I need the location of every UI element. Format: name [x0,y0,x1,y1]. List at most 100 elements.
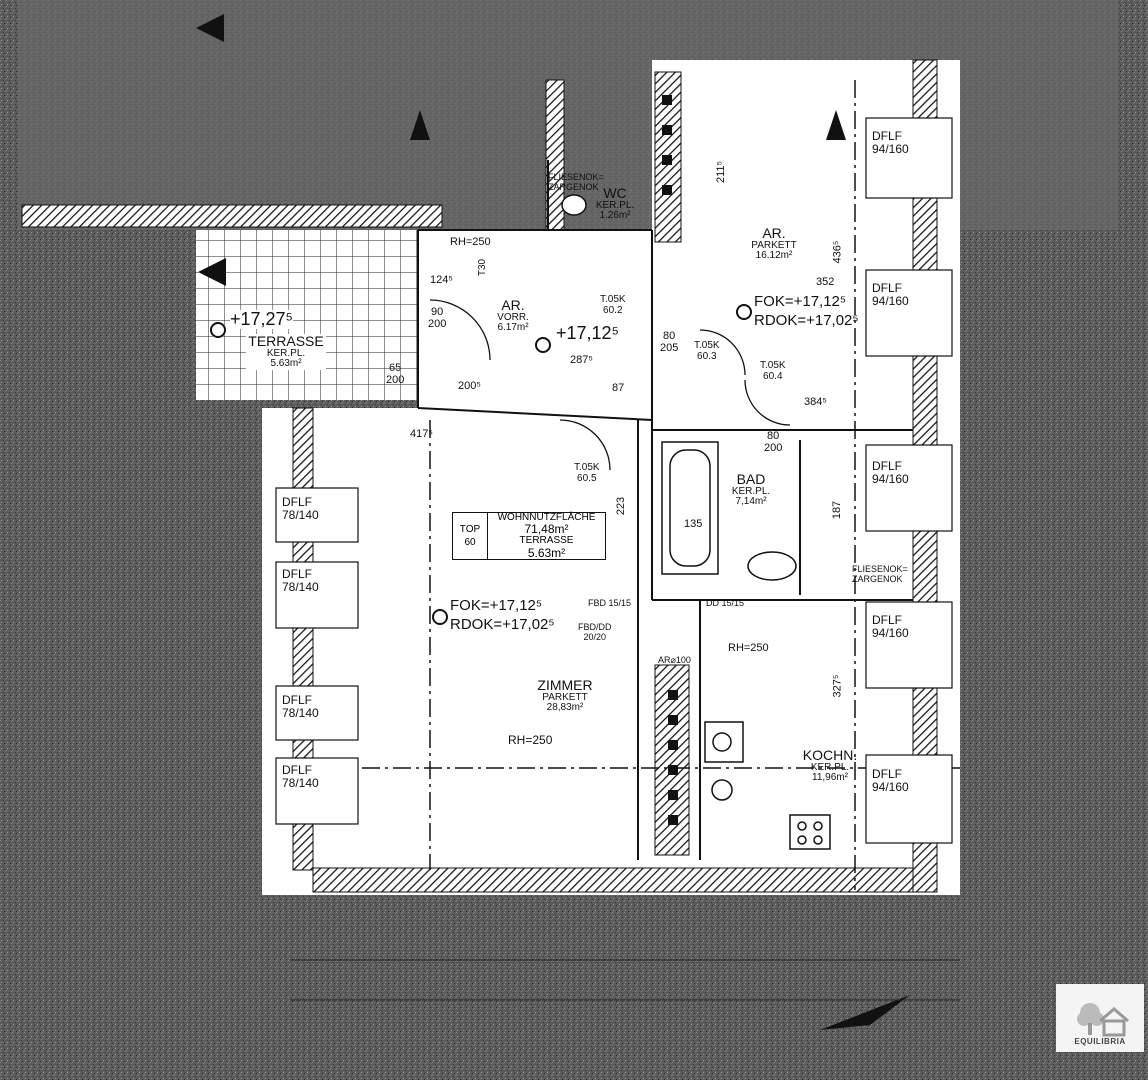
annotation-label: DD 15/15 [706,598,745,608]
washbasin [747,551,797,581]
window-label: DFLF 94/160 [872,767,909,795]
dimension-label: 352 [816,276,835,288]
dimension-label: 211⁵ [715,160,728,184]
wall-south [312,867,914,893]
room-name: TERRASSE [248,333,324,349]
level-fok-main: FOK=+17,12⁵ [450,597,543,614]
interior-walls [417,160,913,860]
top-label: TOP [459,524,481,535]
room-name: ZIMMER [537,677,593,693]
dimension-label: 87 [612,382,625,394]
dimension-label: 200⁵ [458,380,481,392]
dimension-label: 124⁵ [430,274,453,286]
room-floor: KER.PL. [810,761,850,773]
room-label-ar-vorr: AR. VORR. 6.17m² [488,298,538,334]
room-label-bad: BAD KER.PL. 7,14m² [726,472,776,508]
dimension-label: 80 205 [660,330,679,354]
terrace-area: 5.63m² [527,545,566,560]
room-area: 1.26m² [599,210,631,222]
dimension-label: 417⁵ [410,428,433,440]
dimension-label: 223 [615,496,628,516]
terrace-label: TERRASSE [519,535,574,546]
house-tree-icon [1077,1003,1129,1037]
apartment-plate [262,60,960,895]
door-label: T30 [477,258,489,277]
room-floor: PARKETT [542,691,588,703]
level-terrace: +17,27⁵ [230,309,294,329]
section-lines [300,80,960,890]
dimension-label: 90 200 [428,306,447,330]
window-label: DFLF 78/140 [282,693,319,721]
dimension-label: 187 [831,500,844,520]
wall-upper-left [21,204,443,228]
door-label: T.05K 60.4 [760,360,786,382]
room-floor: KER.PL. [731,485,771,497]
room-area: 11,96m² [812,772,848,784]
level-vorr: +17,12⁵ [556,323,620,343]
company-logo: EQUILIBRIA [1056,984,1144,1052]
area-cell: WOHNNUTZFLÄCHE 71,48m² TERRASSE 5.63m² [488,511,605,560]
room-area: 16.12m² [755,250,793,262]
dimension-label: 135 [684,518,703,530]
room-area: 7,14m² [735,496,767,508]
area-summary-box: TOP 60 WOHNNUTZFLÄCHE 71,48m² TERRASSE 5… [452,512,606,560]
room-height-zimmer: RH=250 [508,733,553,747]
window-label: DFLF 94/160 [872,129,909,157]
annotation-label: FLIESENOK= ZARGENOK [852,564,908,584]
window-label: DFLF 94/160 [872,459,909,487]
door-label: T.05K 60.2 [600,294,626,316]
door-swings [429,299,791,471]
dimension-label: 384⁵ [804,396,827,408]
top-number-cell: TOP 60 [453,513,488,559]
level-fok-ar: FOK=+17,12⁵ [754,293,847,310]
window-frames [275,117,953,844]
window-label: DFLF 78/140 [282,763,319,791]
top-number: 60 [464,537,476,548]
toilet [561,194,587,216]
kitchen-sink [704,721,831,850]
room-name: WC [603,185,627,201]
room-name: AR. [501,297,525,313]
room-floor: PARKETT [751,239,797,251]
window-label: DFLF 94/160 [872,613,909,641]
dimension-label: RH=250 [450,236,491,248]
room-label-zimmer: ZIMMER PARKETT 28,83m² [530,678,600,714]
dimension-label: RH=250 [728,642,769,654]
room-area: 28,83m² [546,702,584,714]
annotation-label: FLIESENOK= ZARGENOK [548,172,604,192]
dimension-label: 287⁵ [570,354,593,366]
room-label-wc: WC KER.PL. 1.26m² [592,186,638,222]
room-area: 6.17m² [497,322,529,334]
dimension-label: 436⁵ [831,240,844,264]
room-label-kochn: KOCHN. KER.PL. 11,96m² [800,748,860,784]
section-arrows [196,14,910,1030]
annotation-label: AR⌀100 [658,655,691,665]
living-label: WOHNNUTZFLÄCHE [497,511,596,523]
level-markers [210,304,752,625]
living-area: 71,48m² [524,522,569,537]
room-label-ar-big: AR. PARKETT 16.12m² [746,226,802,262]
dimension-label: 65 200 [386,362,405,386]
logo-text: EQUILIBRIA [1074,1037,1126,1046]
window-label: DFLF 78/140 [282,495,319,523]
bathtub [661,441,719,575]
door-label: T.05K 60.5 [574,462,600,484]
room-name: BAD [736,471,766,487]
door-label: T.05K 60.3 [694,340,720,362]
room-floor: VORR. [497,311,529,323]
annotation-label: FBD/DD 20/20 [578,622,612,642]
level-rdok-main: RDOK=+17,02⁵ [450,616,555,633]
room-floor: KER.PL. [266,347,306,359]
room-floor: KER.PL. [595,199,635,211]
level-rdok-ar: RDOK=+17,02⁵ [754,312,859,329]
room-name: KOCHN. [802,747,858,763]
dimension-label: 80 200 [764,430,783,454]
kitchen-duct-blocks [662,95,678,825]
annotation-label: FBD 15/15 [588,598,632,608]
window-label: DFLF 94/160 [872,281,909,309]
dimension-label: 327⁵ [831,674,844,698]
bottom-dimension-lines [290,959,960,1001]
window-label: DFLF 78/140 [282,567,319,595]
